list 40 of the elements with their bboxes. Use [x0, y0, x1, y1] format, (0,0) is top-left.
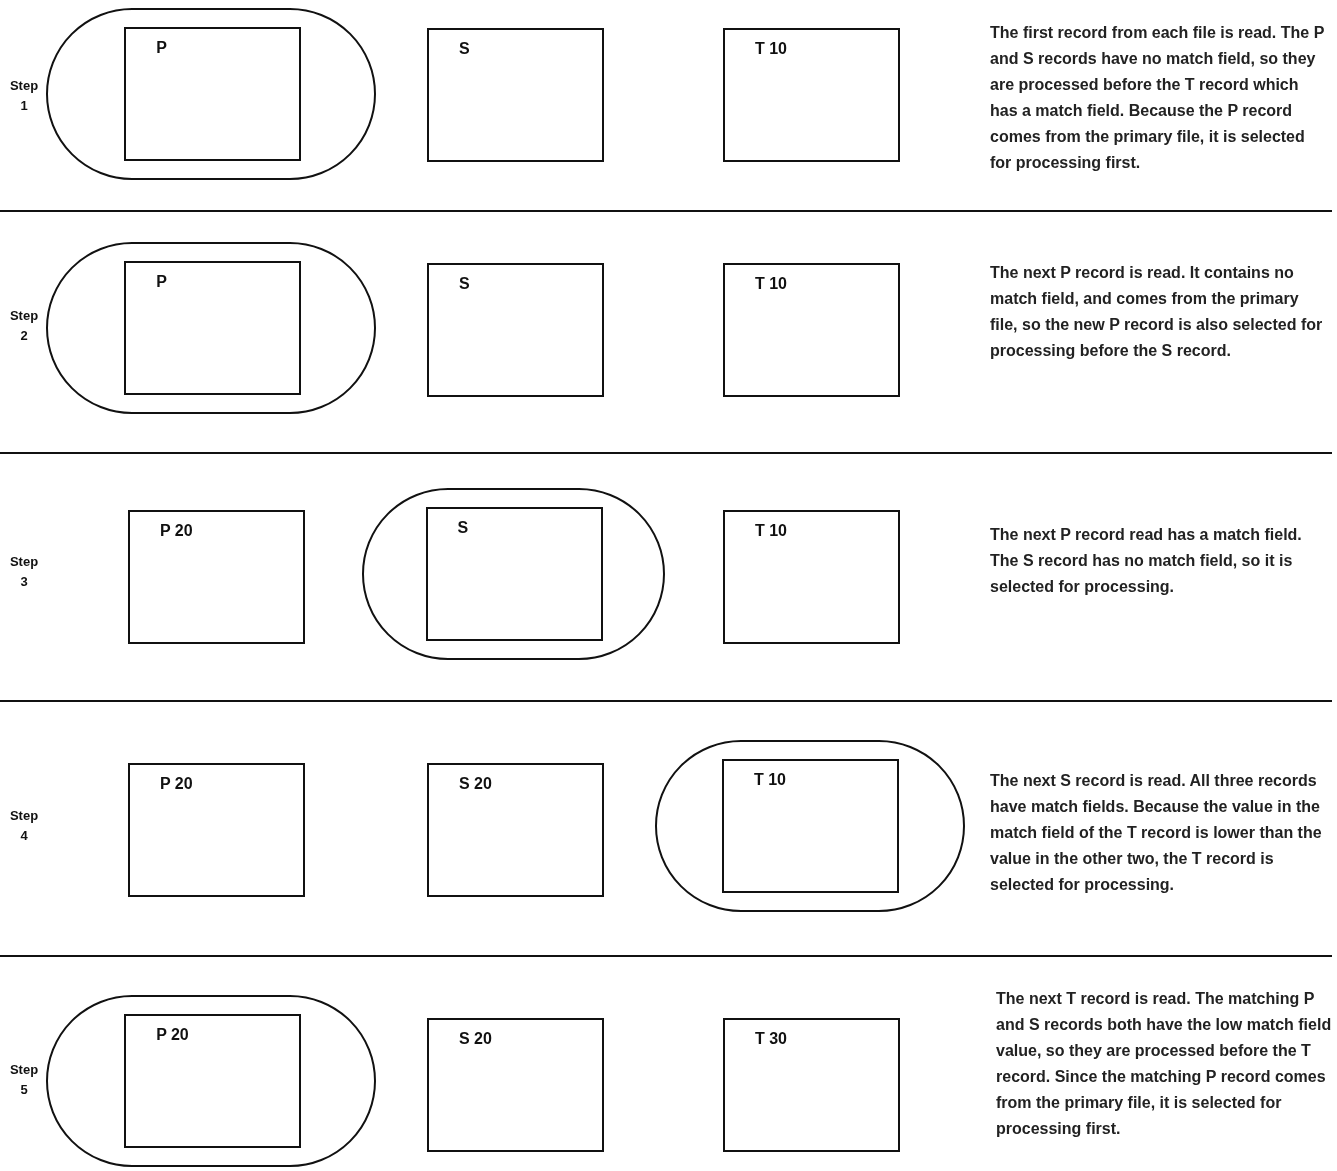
record-label: T 10	[755, 40, 787, 58]
step-label: Step 2	[8, 307, 40, 345]
record-label: P 20	[156, 1026, 189, 1044]
step-label: Step 5	[8, 1061, 40, 1099]
record-label: T 10	[753, 771, 786, 789]
record-box	[427, 263, 604, 397]
record-label: S 20	[459, 775, 492, 793]
step-label: Step 1	[8, 77, 40, 115]
record-label: P	[156, 273, 167, 291]
step-description: The next P record is read. It contains no match field, and comes from the primary file, so the new P record is also selected for processing before the S record.	[990, 263, 1324, 361]
record-label: P 20	[160, 522, 193, 540]
record-box	[427, 28, 604, 162]
record-label: S	[459, 275, 470, 293]
record-box	[124, 27, 302, 161]
step-description: The next T record is read. The matching P and S records both have the low match field value, so they are processed before the T record. Since the matching P record comes from the primary file, it is selected for processing first.	[996, 989, 1333, 1139]
step-description: The next S record is read. All three records have match fields. Because the value in the match field of the T record is lower than the value in the other two, the T record is selected for processing.	[990, 771, 1323, 895]
step-description: The first record from each file is read. The P and S records have no match field, so they are processed before the T record which has a match field. Because the P record comes from the primary file, it is selected for processing first.	[990, 23, 1326, 173]
record-box	[723, 28, 900, 162]
record-box	[723, 510, 900, 644]
record-label: P 20	[160, 775, 193, 793]
record-box	[427, 763, 604, 897]
record-label: T 30	[755, 1030, 787, 1048]
record-box	[425, 507, 603, 641]
record-box	[723, 263, 900, 397]
record-label: S	[457, 519, 469, 537]
record-box	[721, 759, 899, 893]
record-label: P	[156, 39, 167, 57]
step-description: The next P record read has a match field. The S record has no match field, so it is selected for processing.	[990, 525, 1303, 597]
record-box	[427, 1018, 604, 1152]
record-box	[124, 261, 302, 395]
record-box	[723, 1018, 900, 1152]
step-label: Step 4	[8, 807, 40, 845]
record-label: S	[459, 40, 470, 58]
step-label: Step 3	[8, 553, 40, 591]
record-label: S 20	[459, 1030, 492, 1048]
record-box	[128, 510, 305, 644]
record-label: T 10	[755, 522, 787, 540]
record-box	[124, 1014, 302, 1148]
record-box	[128, 763, 305, 897]
record-label: T 10	[755, 275, 787, 293]
